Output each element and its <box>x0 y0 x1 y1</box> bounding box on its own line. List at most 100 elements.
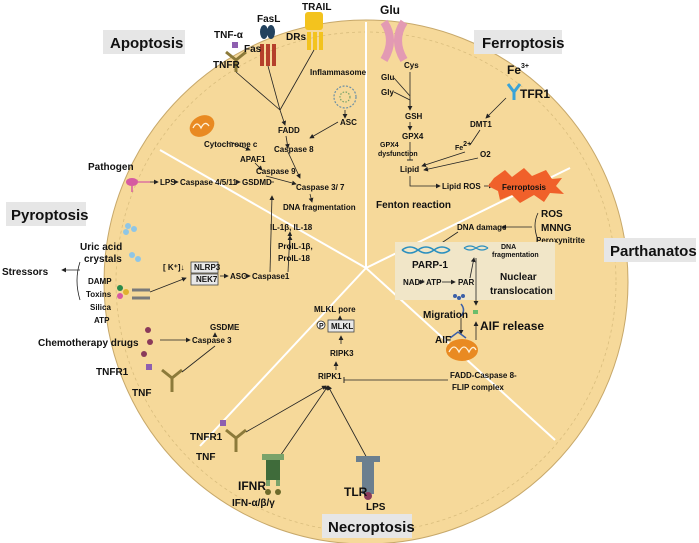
asc-label: ASC <box>340 118 357 127</box>
glu-label: Glu <box>381 73 394 82</box>
svg-text:Ferroptosis: Ferroptosis <box>482 35 565 52</box>
fadd-complex-label-2: FLIP complex <box>452 383 504 392</box>
apaf1-label: APAF1 <box>240 155 266 164</box>
ros-label: ROS <box>541 209 563 220</box>
gsdmd-label: GSDMD <box>242 178 272 187</box>
proil-label-1: ProIL-1β, <box>278 242 313 251</box>
tnfr-label: TNFR <box>213 60 240 71</box>
lipid-label: Lipid <box>400 165 419 174</box>
dna-frag-label-1: DNA <box>501 244 516 251</box>
stressors-label: Stressors <box>2 267 49 278</box>
caspase9-label: Caspase 9 <box>256 167 296 176</box>
fadd-label: FADD <box>278 126 300 135</box>
uric-acid-label-2: crystals <box>84 254 122 265</box>
phospho-label: P <box>319 323 324 330</box>
tnfr1-necro-icon <box>220 420 247 452</box>
damp-label: DAMP <box>88 277 112 286</box>
atp-label: ATP <box>94 316 110 325</box>
aif-release-label: AIF release <box>480 319 544 333</box>
ifnr-receptor-icon <box>262 454 284 486</box>
svg-text:Necroptosis: Necroptosis <box>328 519 415 536</box>
mlkl-pore-label: MLKL pore <box>314 305 356 314</box>
migration-label: Migration <box>423 310 468 321</box>
pathogen-label: Pathogen <box>88 162 134 173</box>
dna-frag-label-2: fragmentation <box>492 252 539 259</box>
uric-acid-label-1: Uric acid <box>80 242 122 253</box>
dna-helix-icon <box>401 246 451 254</box>
dna-fragmentation-label: DNA fragmentation <box>283 203 356 212</box>
tnfr-receptor-icon <box>225 42 247 72</box>
trail-receptor-icon <box>305 12 323 50</box>
gpx4-dysfunction-label-1: GPX4 <box>380 142 399 149</box>
tnf-alpha-label: TNF-α <box>214 30 244 41</box>
peroxynitrite-label: Peroxynitrite <box>536 236 585 245</box>
ferroptosis-burst-label: Ferroptosis <box>502 183 547 192</box>
fe2-label: Fe2+ <box>455 141 471 152</box>
caspase3-label: Caspase 3 <box>192 336 232 345</box>
dna-damage-label: DNA damage <box>457 223 507 232</box>
mlkl-box <box>327 319 355 333</box>
gpx4-dysfunction-label-2: dysfunction <box>378 151 418 158</box>
ferroptosis-burst-icon <box>488 168 564 203</box>
cytochrome-c-label: Cytochrome c <box>204 140 258 149</box>
cell-circle <box>103 19 629 543</box>
nuclear-label-1: Nuclear <box>500 272 537 283</box>
fe3-label: Fe3+ <box>507 63 529 77</box>
parp1-label: PARP-1 <box>412 260 448 271</box>
tnfr1-necro-label: TNFR1 <box>190 432 223 443</box>
tfr1-receptor-icon <box>506 83 522 100</box>
nlrp3-label: NLRP3 <box>194 263 221 272</box>
fas-receptor-icon <box>260 25 276 66</box>
gpx4-label: GPX4 <box>402 132 424 141</box>
chemo-label: Chemotherapy drugs <box>38 338 139 349</box>
lps-necro-label: LPS <box>366 502 386 513</box>
fadd-complex-label-1: FADD-Caspase 8- <box>450 371 517 380</box>
title-apoptosis: Apoptosis <box>103 30 185 54</box>
drs-label: DRs <box>286 32 306 43</box>
silica-label: Silica <box>90 303 111 312</box>
tnf-necro-label: TNF <box>196 452 215 463</box>
par-chain-icon <box>453 294 465 317</box>
toxins-label: Toxins <box>86 290 112 299</box>
svg-text:Pyroptosis: Pyroptosis <box>11 207 89 224</box>
crystals-icon <box>129 252 141 262</box>
fasl-label: FasL <box>257 14 280 25</box>
tlr-label: TLR <box>344 485 368 499</box>
nuclear-label-2: translocation <box>490 286 553 297</box>
caspase8-label: Caspase 8 <box>274 145 314 154</box>
nek7-box <box>190 273 219 286</box>
ifn-ligand-icon-2 <box>275 489 281 495</box>
inflammasome-icon <box>333 85 357 109</box>
gsdme-label: GSDME <box>210 323 240 332</box>
tfr1-label: TFR1 <box>520 87 550 101</box>
title-parthanatos: Parthanatos <box>604 238 697 262</box>
gsh-label: GSH <box>405 112 423 121</box>
mnng-label: MNNG <box>541 223 572 234</box>
tnf-pyro-label: TNF <box>132 388 151 399</box>
apoptosis-section: TNF-α TNFR FasL Fas TRAIL DRs Inflammaso… <box>189 2 367 212</box>
pathogen-icon <box>126 178 150 192</box>
par-label: PAR <box>458 278 475 287</box>
glu-top-label: Glu <box>380 3 400 17</box>
ripk3-label: RIPK3 <box>330 349 354 358</box>
title-pyroptosis: Pyroptosis <box>6 202 89 226</box>
tnfr1-pyro-icon <box>146 364 183 392</box>
asc-pyro-label: ASC <box>230 272 247 281</box>
phospho-icon <box>316 320 326 330</box>
ferroptosis-section: Glu Cys Glu Gly GSH GPX4 GPX4 dysfunctio… <box>376 3 564 211</box>
proil-label-2: ProIL-18 <box>278 254 311 263</box>
ifn-ligand-icon <box>265 489 271 495</box>
tnfr1-pyro-label: TNFR1 <box>96 367 129 378</box>
pyroptosis-section: Pathogen LPS Caspase 4/5/11 GSDMD Uric a… <box>2 162 313 399</box>
il-label: IL-1β, IL-18 <box>270 223 313 232</box>
nad-label: NAD⁺ <box>403 278 425 287</box>
mitochondrion-icon <box>189 115 215 137</box>
p2x7-receptor-icon <box>117 285 150 300</box>
cys-label: Cys <box>404 61 419 70</box>
lipid-ros-label: Lipid ROS <box>442 182 481 191</box>
svg-text:Apoptosis: Apoptosis <box>110 35 183 52</box>
nek7-label: NEK7 <box>196 275 218 284</box>
title-ferroptosis: Ferroptosis <box>474 30 565 54</box>
trail-label: TRAIL <box>302 2 331 13</box>
o2-label: O2 <box>480 150 491 159</box>
